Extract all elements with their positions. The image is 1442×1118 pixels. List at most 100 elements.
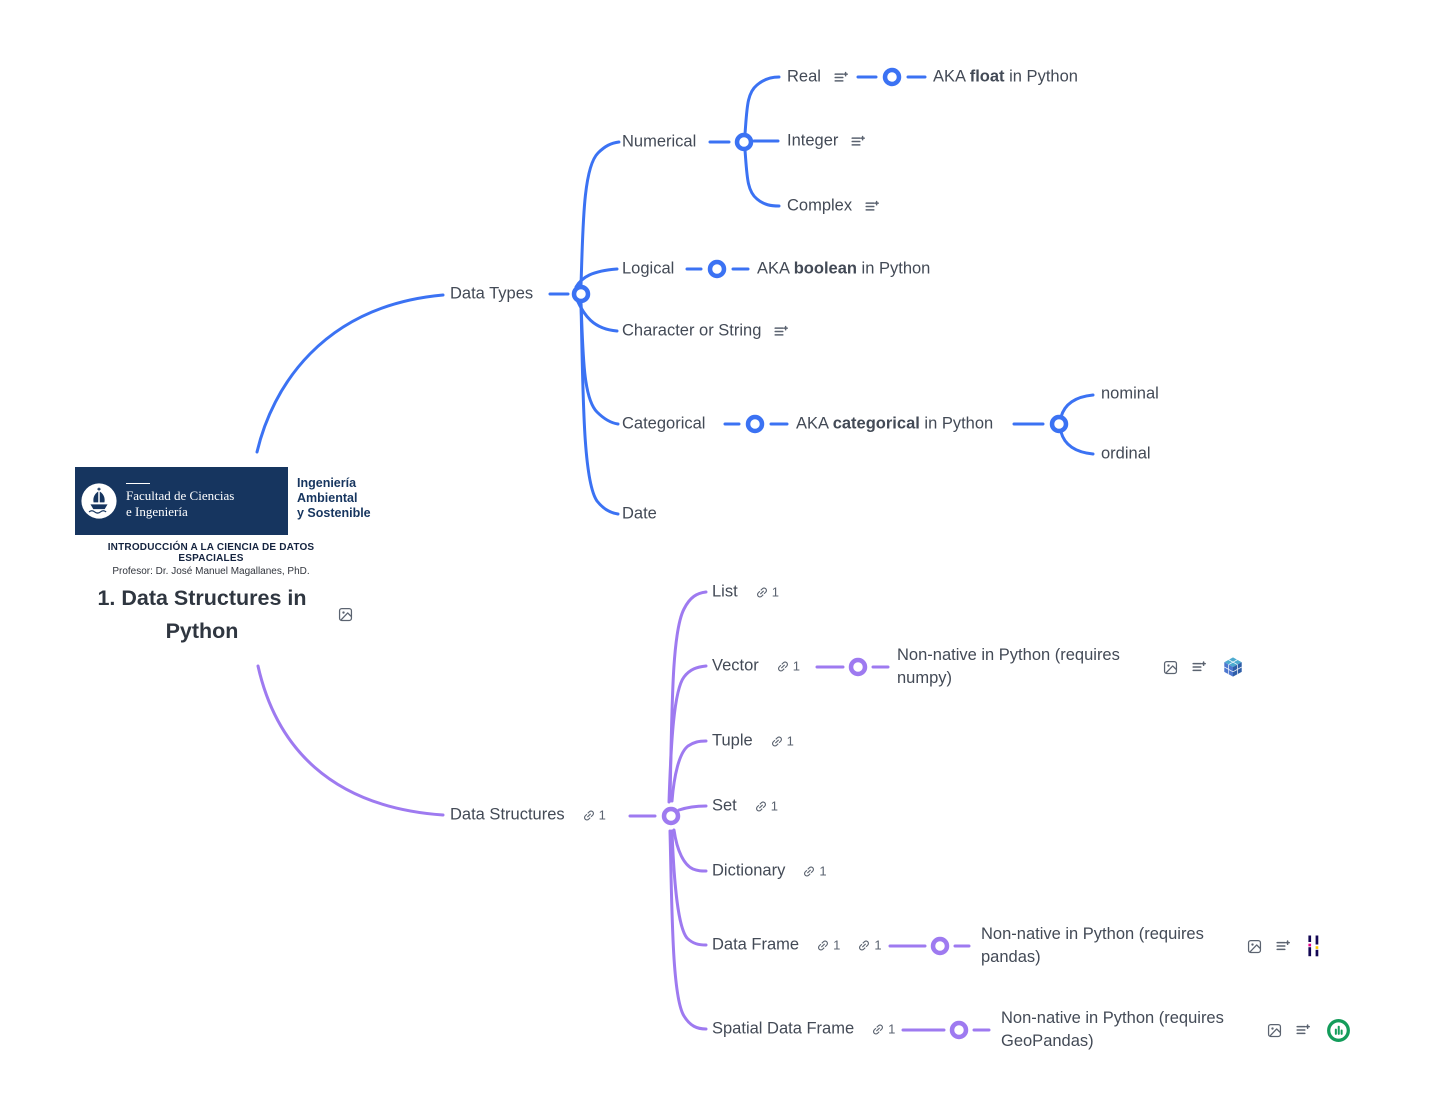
node-complex[interactable]: Complex bbox=[787, 197, 880, 216]
aka-suffix: in Python bbox=[856, 259, 931, 278]
link-icon bbox=[857, 938, 871, 952]
link-badge[interactable]: 1 bbox=[754, 799, 778, 814]
node-data-types[interactable]: Data Types bbox=[450, 285, 533, 304]
note-icon[interactable] bbox=[834, 70, 848, 84]
junction-real[interactable] bbox=[882, 67, 902, 87]
ship-logo-icon bbox=[80, 482, 118, 520]
node-data-frame[interactable]: Data Frame 1 1 bbox=[712, 936, 882, 955]
image-icon[interactable] bbox=[338, 607, 353, 622]
junction-data-types[interactable] bbox=[571, 284, 591, 304]
node-label: Character or String bbox=[622, 321, 762, 340]
node-aka-float[interactable]: AKA float in Python bbox=[933, 68, 1078, 87]
junction-categorical[interactable] bbox=[745, 414, 765, 434]
node-numerical[interactable]: Numerical bbox=[622, 133, 696, 152]
note-icon[interactable] bbox=[1276, 939, 1290, 953]
note-icon[interactable] bbox=[774, 324, 789, 338]
link-badge[interactable]: 1 bbox=[816, 938, 840, 953]
program-name: Ingeniería Ambiental y Sostenible bbox=[297, 467, 371, 521]
node-spatial-data-frame-note[interactable]: Non-native in Python (requires GeoPandas… bbox=[1001, 1007, 1351, 1053]
junction-vector[interactable] bbox=[848, 657, 868, 677]
node-data-frame-note[interactable]: Non-native in Python (requires pandas) bbox=[981, 923, 1321, 969]
image-icon[interactable] bbox=[1267, 1023, 1282, 1038]
link-icon bbox=[816, 938, 830, 952]
edge-to-date bbox=[579, 301, 620, 516]
node-list[interactable]: List 1 bbox=[712, 583, 779, 602]
node-character-or-string[interactable]: Character or String bbox=[622, 321, 789, 341]
faculty-name: Facultad de Ciencias e Ingeniería bbox=[126, 482, 235, 520]
edge-to-complex bbox=[743, 148, 781, 208]
edge-to-vector bbox=[667, 664, 708, 804]
node-label: Categorical bbox=[622, 414, 706, 433]
node-label: Data Frame bbox=[712, 935, 800, 954]
node-aka-boolean[interactable]: AKA boolean in Python bbox=[757, 260, 930, 279]
node-tuple[interactable]: Tuple 1 bbox=[712, 732, 794, 751]
node-label: Non-native in Python (requires numpy) bbox=[897, 646, 1120, 687]
link-count: 1 bbox=[833, 937, 841, 953]
node-logical[interactable]: Logical bbox=[622, 260, 674, 279]
link-badge[interactable]: 1 bbox=[755, 585, 779, 600]
link-count: 1 bbox=[770, 798, 779, 814]
node-label: ordinal bbox=[1101, 444, 1151, 463]
edge-to-numerical bbox=[579, 140, 621, 287]
root-node-title[interactable]: 1. Data Structures in Python bbox=[78, 582, 326, 648]
program-line3: y Sostenible bbox=[297, 506, 371, 520]
junction-data-frame[interactable] bbox=[930, 936, 950, 956]
data-structures-branch-edges bbox=[256, 590, 991, 1032]
link-badge[interactable]: 1 bbox=[871, 1022, 895, 1037]
faculty-name-line1: Facultad de Ciencias bbox=[126, 487, 235, 503]
node-label: Dictionary bbox=[712, 861, 786, 880]
node-nominal[interactable]: nominal bbox=[1101, 385, 1159, 404]
node-label: Tuple bbox=[712, 731, 753, 750]
junction-numerical[interactable] bbox=[734, 132, 754, 152]
aka-suffix: in Python bbox=[919, 414, 994, 433]
branch-node-circles bbox=[571, 67, 1069, 1040]
node-label: Data Structures bbox=[450, 805, 565, 824]
note-icon[interactable] bbox=[851, 134, 866, 148]
link-badge[interactable]: 1 bbox=[776, 659, 800, 674]
node-vector-note[interactable]: Non-native in Python (requires numpy) bbox=[897, 644, 1244, 690]
program-line1: Ingeniería bbox=[297, 476, 357, 490]
note-icon[interactable] bbox=[1296, 1023, 1310, 1037]
link-icon bbox=[582, 808, 596, 822]
node-integer[interactable]: Integer bbox=[787, 132, 866, 151]
course-title: INTRODUCCIÓN A LA CIENCIA DE DATOS ESPAC… bbox=[107, 542, 315, 564]
link-badge[interactable]: 1 bbox=[770, 734, 794, 749]
image-icon[interactable] bbox=[1163, 660, 1178, 675]
junction-categorical-values[interactable] bbox=[1049, 414, 1069, 434]
link-badge[interactable]: 1 bbox=[582, 808, 606, 823]
node-aka-categorical[interactable]: AKA categorical in Python bbox=[796, 415, 993, 434]
node-vector[interactable]: Vector 1 bbox=[712, 657, 800, 676]
edge-to-set bbox=[677, 804, 708, 812]
faculty-overline bbox=[126, 482, 150, 484]
node-data-structures[interactable]: Data Structures 1 bbox=[450, 806, 606, 825]
link-badge[interactable]: 1 bbox=[802, 864, 827, 879]
note-icon[interactable] bbox=[1192, 660, 1206, 674]
note-icon[interactable] bbox=[865, 199, 880, 213]
junction-spatial-data-frame[interactable] bbox=[949, 1020, 969, 1040]
link-icon bbox=[776, 659, 790, 673]
link-count: 1 bbox=[792, 658, 801, 674]
link-count: 1 bbox=[874, 937, 882, 953]
edge-to-tuple bbox=[670, 739, 708, 803]
image-icon[interactable] bbox=[1247, 939, 1262, 954]
node-spatial-data-frame[interactable]: Spatial Data Frame 1 bbox=[712, 1020, 895, 1039]
node-label: Spatial Data Frame bbox=[712, 1019, 855, 1038]
node-dictionary[interactable]: Dictionary 1 bbox=[712, 862, 827, 881]
node-ordinal[interactable]: ordinal bbox=[1101, 445, 1151, 464]
node-set[interactable]: Set 1 bbox=[712, 797, 778, 816]
aka-prefix: AKA bbox=[933, 67, 970, 86]
aka-bold: categorical bbox=[832, 414, 920, 433]
junction-data-structures[interactable] bbox=[661, 806, 681, 826]
node-label: Logical bbox=[622, 259, 675, 278]
node-label: Vector bbox=[712, 656, 759, 675]
node-real[interactable]: Real bbox=[787, 68, 848, 87]
professor-name: Profesor: Dr. José Manuel Magallanes, Ph… bbox=[112, 566, 310, 577]
aka-bold: boolean bbox=[793, 259, 857, 278]
link-badge[interactable]: 1 bbox=[857, 937, 882, 953]
numpy-logo-icon bbox=[1222, 656, 1244, 678]
node-categorical[interactable]: Categorical bbox=[622, 415, 705, 434]
node-date[interactable]: Date bbox=[622, 505, 657, 524]
junction-logical[interactable] bbox=[707, 259, 727, 279]
aka-suffix: in Python bbox=[1004, 67, 1078, 86]
